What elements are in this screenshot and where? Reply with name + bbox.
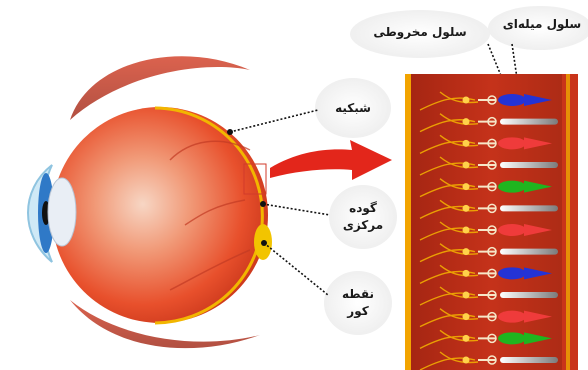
eyeball [52,107,268,323]
cone-cell-body [498,94,526,106]
cone-cell-label: سلول مخروطی [365,24,475,41]
retina-leader [230,110,318,132]
rod-cell [500,119,558,125]
ganglion-node [463,357,470,364]
ganglion-node [463,292,470,299]
ganglion-node [463,313,470,320]
cone-cell-body [498,267,526,279]
pigment-layer-stripe [566,74,570,370]
rod-cell [500,292,558,298]
fovea-label-line2: مرکزی [333,217,393,234]
retina-section-edge [405,74,411,370]
rod-cell [500,249,558,255]
zoom-arrow [270,140,392,180]
ganglion-node [463,118,470,125]
blind-spot-point [261,240,267,246]
rod-cell [500,357,558,363]
retina-point [227,129,233,135]
ganglion-node [463,227,470,234]
cone-cell-body [498,181,526,193]
cone-cell-body [498,311,526,323]
blind-spot-label-line1: نقطه [328,286,388,303]
blind-spot-label: نقطه کور [328,286,388,320]
blind-spot-leader [264,243,328,295]
ganglion-node [463,97,470,104]
lens [48,178,76,246]
ganglion-node [463,140,470,147]
ganglion-node [463,270,470,277]
retina-section [405,74,578,370]
rod-cell-label: سلول میله‌ای [500,16,584,33]
cone-cell-body [498,332,526,344]
fovea-label-line1: گوده [333,200,393,217]
fovea-label: گوده مرکزی [333,200,393,234]
ganglion-node [463,183,470,190]
ganglion-node [463,162,470,169]
fovea-leader [263,204,330,215]
fovea-point [260,201,266,207]
cone-cell-body [498,224,526,236]
retina-label: شبکیه [323,100,383,117]
rod-cell [500,205,558,211]
ganglion-node [463,248,470,255]
blind-spot-label-line2: کور [328,303,388,320]
eyeball-group [28,56,272,348]
rod-cell [500,162,558,168]
ganglion-node [463,205,470,212]
ganglion-node [463,335,470,342]
cone-cell-body [498,137,526,149]
